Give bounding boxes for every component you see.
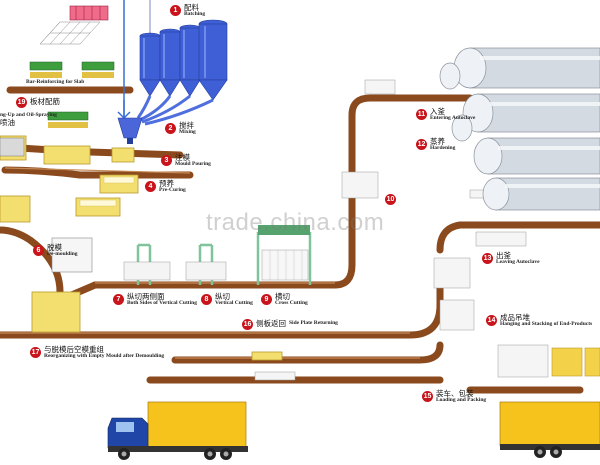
step-number-badge: 1 (170, 5, 181, 16)
step-side-plate-returning: 16 侧板返回 Side Plate Returning (242, 318, 338, 330)
step-number-badge: 3 (161, 155, 172, 166)
guide-arrow-icon (118, 100, 130, 118)
autoclaves (440, 48, 600, 210)
side-trolley (0, 138, 24, 156)
step-number-badge: 12 (416, 139, 427, 150)
step-number-badge: 17 (30, 347, 41, 358)
step-label-en: Vertical Cutting (215, 301, 253, 307)
step-10: 10 (385, 193, 396, 205)
step-number-badge: 9 (261, 294, 272, 305)
step-label-zh: 喷油 (0, 119, 57, 127)
step-label-en: De-moulding (47, 252, 78, 258)
step-label-zh: 侧板返回 (256, 318, 286, 329)
step-label-en: Hardening (430, 146, 455, 152)
step-number-badge: 15 (422, 391, 433, 402)
truck-left (108, 402, 248, 460)
step-bar-reinforcing: Bar-Reinforcing for Slab (26, 79, 84, 85)
step-label-en: Both Sides of Vertical Cutting (127, 301, 197, 307)
step-number-badge: 11 (416, 109, 427, 120)
step-label-en: Cross Cutting (275, 301, 308, 307)
step-number-badge: 10 (385, 194, 396, 205)
watermark-text: trade.china.com (206, 209, 384, 237)
step-label-en: Bar-Reinforcing for Slab (26, 79, 84, 85)
step-label-en: Reorganizing with Empty Mould after Demo… (44, 354, 164, 360)
step-label-en: Entering Autoclave (430, 116, 475, 122)
step-number-badge: 19 (16, 97, 27, 108)
step-label-en: Loading and Packing (436, 398, 486, 404)
reinforcing-racks (30, 6, 114, 128)
truck-right (500, 402, 600, 458)
step-number-badge: 2 (165, 123, 176, 134)
step-number-badge: 8 (201, 294, 212, 305)
step-number-badge: 14 (486, 315, 497, 326)
cargo-boxes (552, 348, 600, 376)
step-slab-reinforcing: 19 板材配筋 (16, 96, 60, 108)
step-number-badge: 6 (33, 245, 44, 256)
step-label-en: Mould Pouring (175, 162, 211, 168)
step-number-badge: 4 (145, 181, 156, 192)
step-label-zh: 板材配筋 (30, 96, 60, 107)
step-label-en: Leaving Autoclave (496, 260, 540, 266)
step-label-en: Mixing (179, 130, 196, 136)
step-label-en: Pre-Curing (159, 188, 186, 194)
step-number-badge: 7 (113, 294, 124, 305)
step-number-badge: 13 (482, 253, 493, 264)
step-label-en: Batching (184, 12, 205, 18)
step-label-en: Side Plate Returning (289, 320, 338, 326)
step-number-badge: 16 (242, 319, 253, 330)
step-label-en: Hanging and Stacking of End-Products (500, 322, 592, 328)
